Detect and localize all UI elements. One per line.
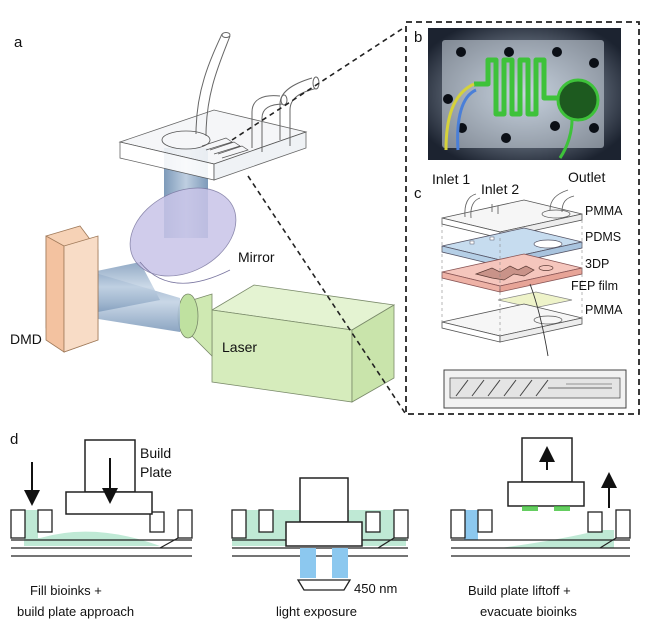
fep-label: FEP film: [571, 279, 618, 293]
build-plate-label-2: Plate: [140, 464, 172, 480]
panel-b-label: b: [414, 29, 422, 46]
zoom-lines: [231, 26, 406, 414]
step3-diagram: [450, 437, 631, 557]
step1-caption-1: Fill bioinks +: [30, 583, 102, 598]
step1-caption-2: build plate approach: [17, 604, 134, 619]
outlet-label: Outlet: [568, 169, 605, 185]
pdms-label: PDMS: [585, 230, 621, 244]
pmma-bottom-label: PMMA: [585, 303, 623, 317]
mirror: [129, 187, 237, 284]
dmd: [45, 225, 99, 353]
threedp-label: 3DP: [585, 257, 609, 271]
wavelength-label: 450 nm: [354, 581, 397, 596]
pmma-top-label: PMMA: [585, 204, 623, 218]
laser-label: Laser: [222, 339, 257, 355]
step2-diagram: [231, 477, 409, 591]
step3-caption-1: Build plate liftoff +: [468, 583, 571, 598]
step2-caption-1: light exposure: [276, 604, 357, 619]
zoom-box: [405, 21, 640, 415]
panel-a-label: a: [14, 34, 23, 51]
layer-stack: [441, 189, 583, 357]
cross-section: [443, 369, 627, 409]
chip-tubes: [195, 32, 320, 152]
step1-diagram: [10, 439, 193, 557]
inlet1-label: Inlet 1: [432, 171, 470, 187]
mirror-label: Mirror: [238, 249, 275, 265]
dmd-label: DMD: [10, 331, 42, 347]
panel-d-label: d: [10, 431, 18, 448]
chip-photo: [428, 28, 621, 160]
laser-lens: [177, 293, 213, 357]
laser-box: [210, 284, 396, 403]
build-plate-label-1: Build: [140, 445, 171, 461]
beam-dmd-mirror: [92, 262, 160, 312]
inlet2-label: Inlet 2: [481, 181, 519, 197]
step3-caption-2: evacuate bioinks: [480, 604, 577, 619]
panel-c-label: c: [414, 185, 422, 202]
chip: [118, 109, 308, 181]
